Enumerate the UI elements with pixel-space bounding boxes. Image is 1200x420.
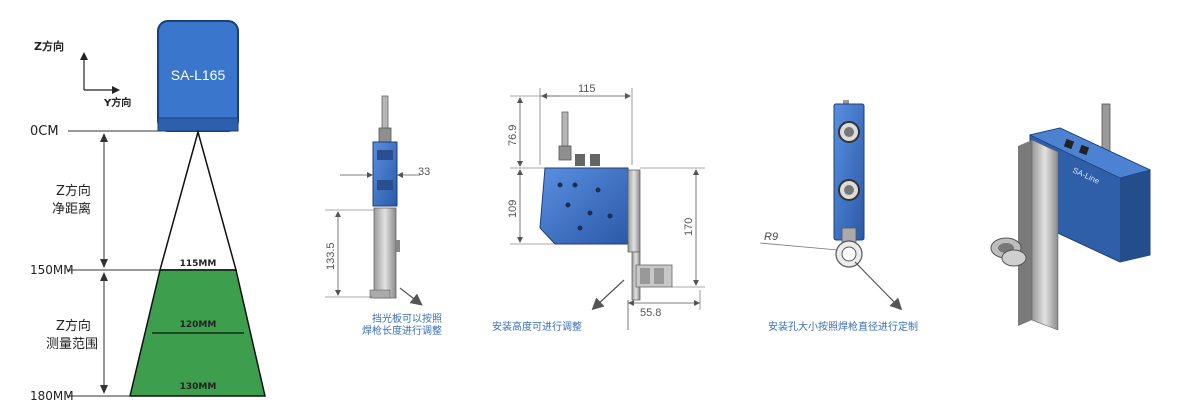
standoff-label-1: Z方向 [56, 183, 91, 199]
side-note: 安装高度可进行调整 [492, 320, 582, 333]
bottom-distance-label: 180MM [30, 389, 74, 403]
sensor-box: SA-L165 [157, 20, 239, 132]
render-3d: SA-Line [990, 103, 1152, 331]
measure-label-2: 测量范围 [46, 337, 98, 352]
zero-label: 0CM [30, 124, 59, 139]
clamp-radius: R9 [764, 231, 778, 243]
side-total-dim: 170 [683, 218, 695, 236]
front-note-1: 挡光板可以按照 [372, 312, 442, 325]
y-axis-label: Y方向 [103, 96, 131, 109]
width-top-label: 115MM [180, 259, 217, 269]
mid-distance-label: 150MM [30, 263, 74, 277]
clamp-note: 安装孔大小按照焊枪直径进行定制 [768, 320, 918, 333]
clamp-view: R9 安装孔大小按照焊枪直径进行定制 [759, 100, 918, 333]
side-view: 115 76.9 109 170 55.8 安装高度可进行调整 [492, 83, 705, 333]
side-bottom-dim: 55.8 [640, 307, 661, 319]
width-bottom-label: 130MM [180, 382, 217, 392]
front-width-dim: 33 [418, 166, 430, 178]
standoff-label-2: 净距离 [52, 201, 91, 217]
width-mid-label: 120MM [180, 320, 217, 330]
z-axis-label: Z方向 [34, 39, 64, 53]
measure-label-1: Z方向 [56, 318, 91, 334]
side-top-dim: 115 [578, 83, 596, 95]
front-note-2: 焊枪长度进行调整 [362, 324, 442, 337]
axes-indicator: Z方向 Y方向 [34, 39, 131, 109]
front-height-dim: 133.5 [325, 242, 337, 270]
front-view: 33 133.5 挡光板可以按照 焊枪长度进行调整 [325, 95, 442, 337]
side-body-dim: 109 [507, 200, 519, 218]
side-upper-dim: 76.9 [507, 125, 519, 146]
sensor-model: SA-L165 [171, 67, 226, 83]
standoff-beam [159, 129, 237, 271]
